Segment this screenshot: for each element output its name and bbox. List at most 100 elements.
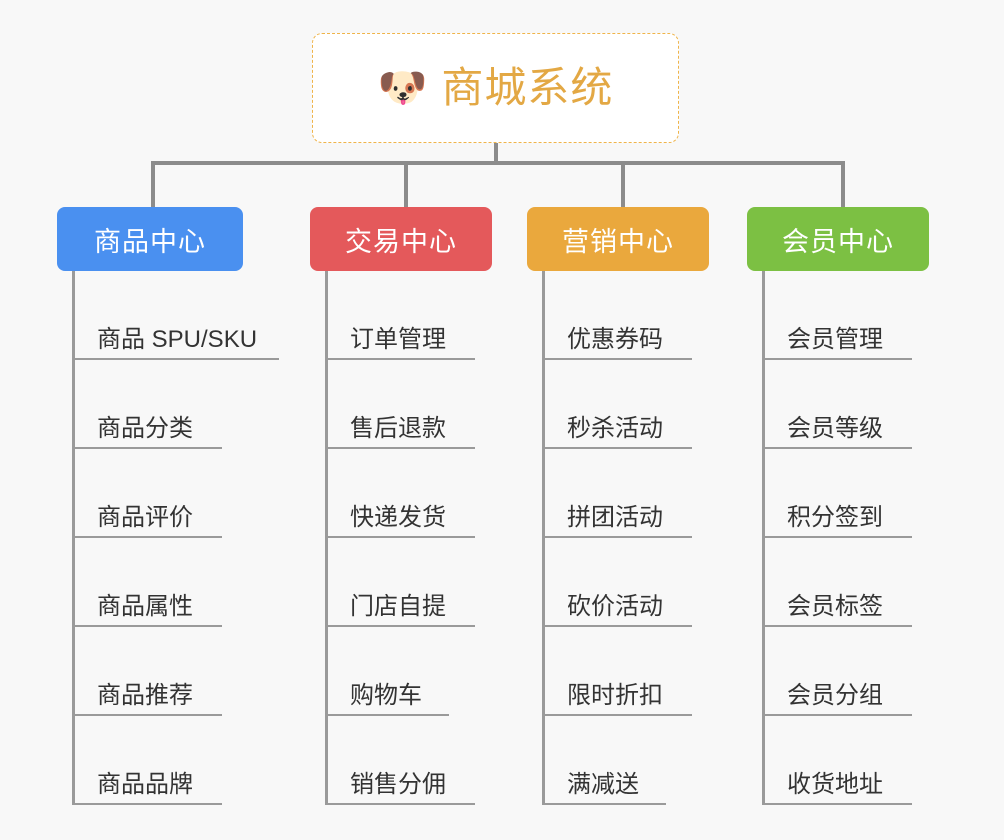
leaf-underline	[325, 803, 475, 805]
leaf-item[interactable]: 满减送	[527, 716, 709, 805]
leaf-underline	[762, 358, 912, 360]
connector-drop-3	[621, 161, 625, 207]
leaf-underline	[542, 447, 692, 449]
leaf-item[interactable]: 商品 SPU/SKU	[57, 271, 279, 360]
leaf-label: 收货地址	[787, 771, 883, 798]
leaf-label: 商品评价	[97, 504, 193, 531]
leaf-label: 会员分组	[787, 682, 883, 709]
leaf-underline	[762, 447, 912, 449]
leaf-label: 限时折扣	[567, 682, 663, 709]
leaf-underline	[542, 536, 692, 538]
leaf-label: 秒杀活动	[567, 415, 663, 442]
leaf-item[interactable]: 优惠券码	[527, 271, 709, 360]
leaf-item[interactable]: 砍价活动	[527, 538, 709, 627]
leaf-list: 会员管理会员等级积分签到会员标签会员分组收货地址	[747, 271, 929, 805]
leaf-label: 购物车	[350, 682, 422, 709]
leaf-label: 门店自提	[350, 593, 446, 620]
leaf-item[interactable]: 会员分组	[747, 627, 929, 716]
leaf-label: 会员管理	[787, 326, 883, 353]
column-2: 交易中心订单管理售后退款快递发货门店自提购物车销售分佣	[310, 207, 492, 805]
leaf-underline	[72, 358, 279, 360]
column-3: 营销中心优惠券码秒杀活动拼团活动砍价活动限时折扣满减送	[527, 207, 709, 805]
leaf-label: 砍价活动	[567, 593, 663, 620]
leaf-item[interactable]: 商品推荐	[57, 627, 243, 716]
leaf-underline	[762, 536, 912, 538]
leaf-underline	[542, 803, 666, 805]
leaf-item[interactable]: 秒杀活动	[527, 360, 709, 449]
root-title: 商城系统	[441, 64, 614, 111]
leaf-item[interactable]: 商品分类	[57, 360, 243, 449]
leaf-item[interactable]: 会员管理	[747, 271, 929, 360]
leaf-label: 订单管理	[350, 326, 446, 353]
leaf-list: 订单管理售后退款快递发货门店自提购物车销售分佣	[310, 271, 492, 805]
leaf-label: 商品推荐	[97, 682, 193, 709]
leaf-item[interactable]: 商品属性	[57, 538, 243, 627]
category-box-3[interactable]: 营销中心	[527, 207, 709, 271]
leaf-item[interactable]: 销售分佣	[310, 716, 492, 805]
leaf-item[interactable]: 商品品牌	[57, 716, 243, 805]
leaf-underline	[542, 358, 692, 360]
leaf-underline	[72, 447, 222, 449]
leaf-spine	[72, 271, 75, 805]
leaf-spine	[325, 271, 328, 805]
category-box-4[interactable]: 会员中心	[747, 207, 929, 271]
leaf-label: 商品分类	[97, 415, 193, 442]
connector-drop-1	[151, 161, 155, 207]
leaf-item[interactable]: 售后退款	[310, 360, 492, 449]
category-label: 会员中心	[782, 226, 894, 257]
leaf-item[interactable]: 拼团活动	[527, 449, 709, 538]
leaf-item[interactable]: 会员等级	[747, 360, 929, 449]
leaf-underline	[72, 803, 222, 805]
leaf-item[interactable]: 购物车	[310, 627, 492, 716]
leaf-item[interactable]: 收货地址	[747, 716, 929, 805]
category-label: 商品中心	[94, 226, 206, 257]
leaf-list: 优惠券码秒杀活动拼团活动砍价活动限时折扣满减送	[527, 271, 709, 805]
leaf-underline	[325, 625, 475, 627]
leaf-spine	[542, 271, 545, 805]
shiba-dog-face-icon: 🐶	[377, 66, 428, 110]
leaf-label: 售后退款	[350, 415, 446, 442]
connector-drop-4	[841, 161, 845, 207]
leaf-item[interactable]: 门店自提	[310, 538, 492, 627]
leaf-underline	[72, 714, 222, 716]
connector-drop-2	[404, 161, 408, 207]
leaf-underline	[762, 803, 912, 805]
leaf-item[interactable]: 会员标签	[747, 538, 929, 627]
leaf-item[interactable]: 订单管理	[310, 271, 492, 360]
column-1: 商品中心商品 SPU/SKU 商品分类商品评价商品属性商品推荐商品品牌	[57, 207, 279, 805]
column-4: 会员中心会员管理会员等级积分签到会员标签会员分组收货地址	[747, 207, 929, 805]
leaf-label: 商品品牌	[97, 771, 193, 798]
leaf-item[interactable]: 限时折扣	[527, 627, 709, 716]
leaf-label: 会员标签	[787, 593, 883, 620]
leaf-underline	[762, 714, 912, 716]
leaf-label: 快递发货	[350, 504, 446, 531]
leaf-label: 商品 SPU/SKU	[97, 326, 258, 353]
leaf-underline	[762, 625, 912, 627]
leaf-underline	[325, 447, 475, 449]
category-box-2[interactable]: 交易中心	[310, 207, 492, 271]
leaf-underline	[542, 625, 692, 627]
leaf-label: 满减送	[567, 771, 639, 798]
category-box-1[interactable]: 商品中心	[57, 207, 243, 271]
leaf-item[interactable]: 积分签到	[747, 449, 929, 538]
leaf-underline	[72, 625, 222, 627]
category-label: 营销中心	[562, 226, 674, 257]
leaf-item[interactable]: 商品评价	[57, 449, 243, 538]
leaf-label: 优惠券码	[567, 326, 663, 353]
leaf-underline	[325, 714, 449, 716]
leaf-item[interactable]: 快递发货	[310, 449, 492, 538]
root-node[interactable]: 🐶 商城系统	[312, 33, 679, 143]
leaf-list: 商品 SPU/SKU 商品分类商品评价商品属性商品推荐商品品牌	[57, 271, 279, 805]
category-label: 交易中心	[345, 226, 457, 257]
connector-horizontal-bus	[151, 161, 841, 165]
connector-root-stem	[494, 143, 498, 163]
leaf-label: 销售分佣	[350, 771, 446, 798]
leaf-label: 商品属性	[97, 593, 193, 620]
leaf-label: 积分签到	[787, 504, 883, 531]
leaf-spine	[762, 271, 765, 805]
leaf-underline	[325, 358, 475, 360]
leaf-underline	[72, 536, 222, 538]
leaf-underline	[542, 714, 692, 716]
leaf-label: 拼团活动	[567, 504, 663, 531]
